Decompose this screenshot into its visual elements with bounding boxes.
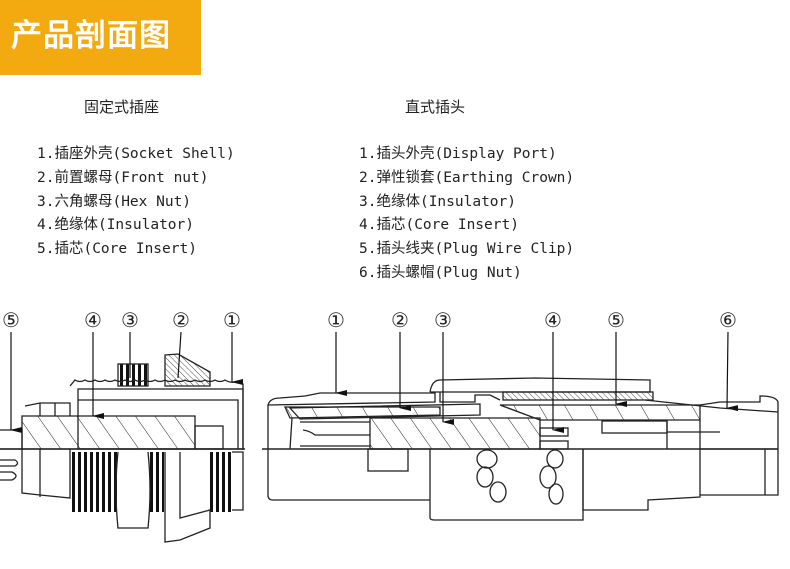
- part-name-cn: 前置螺母: [54, 169, 113, 186]
- leader-line-6: [726, 331, 739, 412]
- part-name-en: (Plug Wire Clip): [434, 241, 575, 258]
- plug-part-item: 2.弹性锁套 (Earthing Crown): [359, 167, 574, 191]
- part-number: 5.: [359, 241, 377, 258]
- callout-3: ③: [121, 308, 139, 332]
- part-name-cn: 插座外壳: [54, 146, 113, 162]
- hex-nut-part: [117, 363, 149, 387]
- part-number: 1.: [359, 146, 377, 162]
- leader-line-2: [177, 331, 182, 379]
- part-name-en: (Plug Nut): [434, 264, 522, 281]
- lower-threads: [70, 452, 118, 512]
- earthing-crown-part: [288, 403, 481, 420]
- plug-parts-list: 1.插头外壳 (Display Port) 2.弹性锁套 (Earthing C…: [359, 143, 574, 286]
- part-number: 4.: [359, 217, 377, 234]
- plug-part-item: 1.插头外壳 (Display Port): [359, 143, 574, 167]
- part-name-cn: 弹性锁套: [376, 169, 435, 186]
- part-name-cn: 插头线夹: [376, 241, 435, 258]
- part-number: 2.: [37, 169, 55, 186]
- part-name-cn: 绝缘体: [376, 193, 420, 210]
- plug-callouts: ① ② ③ ④ ⑤ ⑥: [327, 308, 737, 332]
- part-name-en: (Insulator): [419, 193, 516, 210]
- part-name-cn: 插头螺帽: [376, 264, 435, 281]
- callout-2: ②: [391, 308, 409, 332]
- part-name-cn: 插头外壳: [376, 146, 435, 162]
- banner-title: 产品剖面图: [11, 18, 171, 54]
- callout-5: ⑤: [2, 308, 20, 332]
- socket-callouts: ⑤ ④ ③ ② ①: [2, 308, 241, 332]
- socket-part-item: 2.前置螺母(Front nut): [37, 167, 235, 191]
- socket-shell-part: [69, 379, 244, 450]
- part-name-cn: 绝缘体: [54, 217, 98, 234]
- plug-part-item: 3.绝缘体 (Insulator): [359, 191, 574, 215]
- callout-1: ①: [223, 308, 241, 332]
- socket-drawing: [0, 353, 245, 543]
- part-number: 3.: [359, 193, 377, 210]
- part-name-en: (Front nut): [112, 169, 209, 186]
- part-number: 6.: [359, 264, 377, 281]
- part-number: 2.: [359, 169, 377, 186]
- part-name-en: (Display Port): [434, 146, 557, 162]
- plug-title: 直式插头: [405, 98, 466, 116]
- socket-parts-list: 1.插座外壳 (Socket Shell) 2.前置螺母(Front nut) …: [37, 143, 235, 262]
- callout-4: ④: [84, 308, 102, 332]
- plug-drawing: [262, 377, 779, 521]
- part-name-en: (Core Insert): [405, 217, 519, 234]
- socket-part-item: 3.六角螺母 (Hex Nut): [37, 191, 235, 215]
- part-name-cn: 六角螺母: [54, 193, 113, 210]
- front-nut-part: [164, 353, 211, 387]
- part-number: 1.: [37, 146, 55, 162]
- hex-nut-lower: [115, 451, 151, 529]
- plug-leader-lines: [335, 331, 739, 433]
- callout-6: ⑥: [719, 308, 737, 332]
- callout-3: ③: [434, 308, 452, 332]
- part-name-en: (Core Insert): [83, 241, 197, 258]
- part-number: 3.: [37, 193, 55, 210]
- socket-part-item: 1.插座外壳 (Socket Shell): [37, 143, 235, 167]
- callout-4: ④: [544, 308, 562, 332]
- part-name-en: (Earthing Crown): [434, 169, 575, 186]
- socket-leader-lines: [10, 331, 243, 433]
- plug-shell-part: [267, 392, 436, 449]
- plug-part-item: 4.插芯 (Core Insert): [359, 214, 574, 238]
- part-name-en: (Insulator): [97, 217, 194, 234]
- socket-title: 固定式插座: [84, 98, 160, 116]
- insulator-part-plug: [369, 417, 541, 450]
- insulator-part: [21, 415, 196, 450]
- callout-1: ①: [327, 308, 345, 332]
- part-name-cn: 插芯: [376, 217, 406, 234]
- socket-part-item: 5.插芯 (Core Insert): [37, 238, 235, 262]
- callout-2: ②: [172, 308, 190, 332]
- callout-5: ⑤: [607, 308, 625, 332]
- core-insert-part: [539, 427, 569, 437]
- plug-part-item: 6.插头螺帽 (Plug Nut): [359, 262, 574, 286]
- plug-nut-part: [699, 395, 779, 449]
- part-number: 5.: [37, 241, 55, 258]
- part-name-cn: 插芯: [54, 241, 84, 258]
- plug-part-item: 5.插头线夹 (Plug Wire Clip): [359, 238, 574, 262]
- section-banner: 产品剖面图: [0, 0, 201, 75]
- part-number: 4.: [37, 217, 55, 234]
- part-name-en: (Socket Shell): [112, 146, 235, 162]
- socket-part-item: 4.绝缘体 (Insulator): [37, 214, 235, 238]
- front-nut-lower: [164, 452, 211, 543]
- part-name-en: (Hex Nut): [112, 193, 192, 210]
